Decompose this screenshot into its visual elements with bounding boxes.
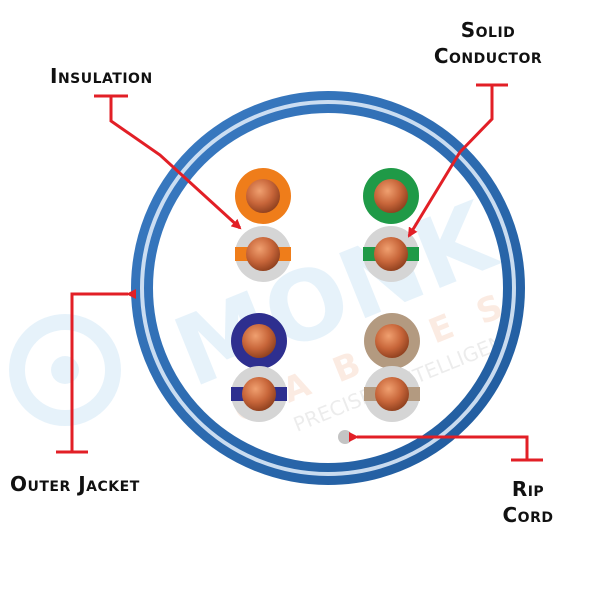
blue-wire-conductor (242, 324, 276, 358)
insulation-leader (109, 96, 242, 230)
orange-wire-conductor (246, 179, 280, 213)
wire-pairs (231, 168, 420, 422)
solid-conductor-label-line2: Conductor (434, 44, 542, 68)
solid-conductor-label-line1: Solid (461, 18, 516, 42)
watermark-logo-ring (9, 314, 121, 426)
outer-jacket (131, 91, 525, 485)
green-white-wire-conductor (374, 237, 408, 271)
blue-white-wire-conductor (242, 377, 276, 411)
solid-conductor-leader (407, 85, 494, 238)
brown-white-wire-conductor (375, 377, 409, 411)
rip-cord-label-line2: Cord (503, 503, 554, 527)
outer-jacket-leader (70, 289, 136, 452)
insulation-label: Insulation (50, 64, 153, 88)
annotation-lines (56, 83, 543, 462)
outer-jacket-label: Outer Jacket (10, 472, 140, 496)
watermark-logo-dot (51, 356, 79, 384)
brown-wire-conductor (375, 324, 409, 358)
rip-cord-leader (349, 432, 529, 460)
rip-cord-label-line1: Rip (512, 477, 544, 501)
jacket-highlight (140, 100, 516, 476)
rip-cord (338, 430, 352, 444)
green-wire-conductor (374, 179, 408, 213)
orange-white-wire-conductor (246, 237, 280, 271)
